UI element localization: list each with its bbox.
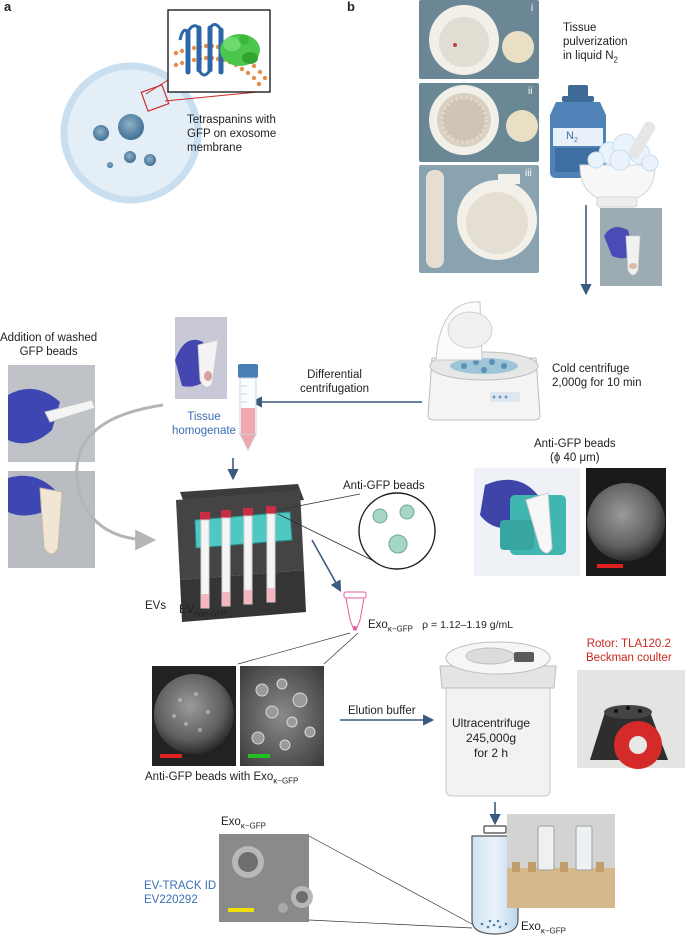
addition-photo-2	[8, 471, 95, 568]
vesicle-small-2	[124, 151, 136, 163]
scale-bar-red-bottom	[160, 754, 182, 758]
addition-label: Addition of washed GFP beads	[0, 332, 98, 358]
elution-label: Elution buffer	[348, 705, 416, 717]
bead-sem-zoom	[240, 666, 324, 766]
panel-label-a: a	[4, 0, 12, 14]
rack-tubes	[200, 506, 276, 609]
centrifuge	[427, 301, 541, 421]
panel-label-b: b	[347, 0, 355, 14]
evs-label: EVs	[145, 600, 167, 612]
tem-line-1	[308, 835, 473, 925]
mortar-photo-iii	[419, 165, 539, 273]
rotor-label: Rotor: TLA120.2 Beckman coulter	[586, 638, 672, 664]
ev-nongfp-label: EVnon-GFP	[179, 604, 227, 619]
final-tube-label: Exoκ−GFP	[521, 921, 566, 936]
beads-vial-photo	[474, 468, 580, 576]
mortar-photo-i	[419, 0, 539, 79]
roman-i: i	[531, 3, 534, 14]
tube-rack	[176, 484, 306, 622]
vesicle-large	[118, 114, 144, 140]
tetraspanin-inset	[167, 9, 271, 93]
ultracentrifuge-tube	[471, 825, 519, 935]
eppendorf-line-1	[237, 632, 351, 665]
ev-track-label: EV-TRACK ID EV220292	[144, 880, 217, 906]
anti-gfp-bead-circle	[358, 492, 436, 570]
eppendorf-tube	[343, 591, 367, 631]
rack-beads-label: Anti-GFP beads	[343, 480, 425, 492]
ultracentrifuge-label: Ultracentrifuge 245,000g for 2 h	[452, 716, 531, 760]
arrow-to-eppendorf	[311, 539, 342, 592]
differential-label: Differential centrifugation	[300, 369, 370, 395]
tem-image	[219, 834, 313, 922]
mortar-nitrogen-icon	[579, 121, 659, 208]
vesicle-small-4	[107, 162, 113, 168]
ultracentrifuge	[439, 641, 557, 797]
bead-sem-top	[586, 468, 666, 576]
addition-photo-1	[8, 365, 96, 462]
bead-sem-with-exo	[152, 666, 236, 766]
gfp-icon	[220, 34, 260, 66]
vesicle-small-3	[144, 154, 156, 166]
centrifuge-label: Cold centrifuge 2,000g for 10 min	[552, 363, 642, 389]
tem-label: Exoκ−GFP	[221, 816, 266, 831]
scale-bar-red-top	[597, 564, 623, 568]
roman-iii: iii	[525, 168, 532, 179]
mortar-photo-ii	[419, 83, 539, 162]
zoom-line-1	[145, 79, 169, 95]
falcon-tube	[238, 364, 258, 452]
pulverization-label: Tissue pulverization in liquid N2	[563, 22, 628, 65]
homogenate-photo	[175, 317, 227, 399]
tubes-rack-photo	[507, 814, 615, 908]
vesicle-small-1	[93, 125, 109, 141]
bead-zoom-line-1	[277, 493, 361, 511]
exosome-diagram	[60, 62, 269, 204]
scale-bar-green	[248, 754, 270, 758]
gray-curved-arrow	[75, 403, 164, 551]
zoom-region-box	[140, 84, 170, 112]
scale-bar-yellow	[228, 908, 254, 912]
roman-ii: ii	[528, 86, 533, 97]
anti-gfp-beads-label: Anti-GFP beads (ϕ 40 μm)	[534, 438, 616, 464]
dewar-n2-label: N2	[566, 130, 578, 145]
eppendorf-line-2	[323, 632, 359, 665]
rotor-photo	[577, 670, 685, 769]
beads-sem-label: Anti-GFP beads with Exoκ−GFP	[145, 771, 299, 786]
exo-tube-label: Exoκ−GFP ρ = 1.12–1.19 g/mL	[368, 619, 514, 634]
frozen-tube-photo	[600, 208, 662, 286]
exosome-label: Tetraspanins with GFP on exosome membran…	[187, 114, 277, 154]
tetraspanin-icon	[178, 23, 224, 77]
tem-line-2	[308, 919, 473, 929]
bead-zoom-line-2	[277, 513, 383, 566]
homogenate-label: Tissue homogenate	[172, 411, 236, 437]
